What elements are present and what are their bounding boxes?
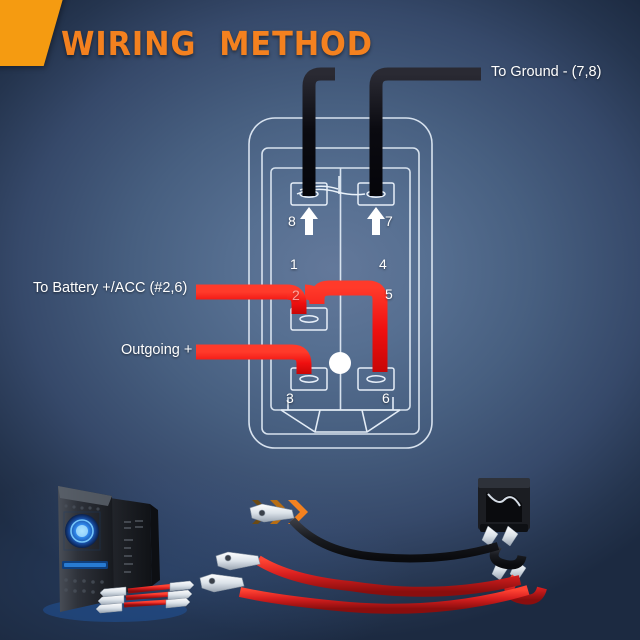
harness-red-wire-2 (238, 585, 530, 614)
harness-spade-terminals (481, 525, 527, 581)
terminal-number-5: 5 (385, 286, 393, 302)
terminal-number-8: 8 (288, 213, 296, 229)
harness-red-wire-1 (255, 555, 522, 597)
terminal-number-4: 4 (379, 256, 387, 272)
direction-arrows (300, 206, 385, 235)
terminal-number-7: 7 (385, 213, 393, 229)
switch-texture (64, 504, 104, 594)
center-pivot-dot (329, 352, 351, 374)
product-photo-panel (0, 468, 640, 640)
harness-ring-lugs (199, 503, 295, 593)
terminal-number-3: 3 (286, 390, 294, 406)
power-wires (196, 280, 388, 374)
terminal-number-2: 2 (292, 287, 300, 303)
harness-black-loop (489, 543, 527, 570)
terminal-number-6: 6 (382, 390, 390, 406)
outgoing-wire-to-3 (196, 344, 312, 374)
ground-wire-7 (369, 67, 481, 196)
label-outgoing: Outgoing + (121, 342, 193, 358)
switch-pigtail-wires (95, 580, 195, 614)
battery-wire-to-6 (304, 280, 388, 372)
battery-wire-to-2 (196, 284, 307, 312)
ground-wire-8 (302, 67, 335, 196)
switch-bottom-clip (280, 397, 401, 433)
ground-wires (302, 67, 481, 196)
wire-harness-photo (199, 478, 547, 614)
label-to-ground: To Ground - (7,8) (491, 64, 602, 80)
rocker-switch-photo (58, 486, 195, 614)
harness-black-wire (288, 517, 500, 563)
page-title: WIRING METHOD (61, 24, 373, 63)
terminal-number-1: 1 (290, 256, 298, 272)
switch-side-markings (124, 520, 143, 573)
harness-connector-block (478, 478, 530, 532)
product-photo (43, 478, 547, 622)
label-to-battery: To Battery +/ACC (#2,6) (33, 280, 188, 296)
